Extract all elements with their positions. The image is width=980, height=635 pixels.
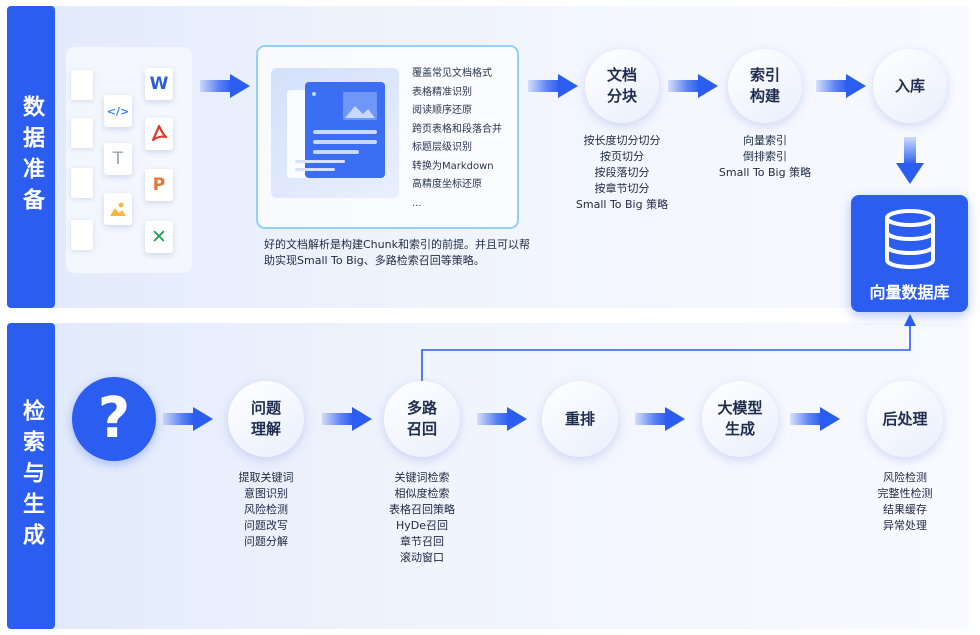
vector-db-label: 向量数据库 (869, 283, 950, 302)
excel-file-icon: ✕ (145, 221, 173, 253)
parser-feature: 高精度坐标还原 (412, 179, 482, 190)
question-circle: ? (72, 377, 156, 461)
data-prep-side-label: 数据准备 (7, 6, 55, 308)
image-file-icon (104, 193, 132, 225)
ppt-file-icon: P (145, 169, 173, 201)
blank-file-icon (71, 118, 93, 148)
code-file-icon: </> (104, 95, 132, 127)
post-process-step-node: 后处理 (867, 381, 943, 457)
chunk-step-node: 文档 分块 (585, 49, 659, 123)
parser-feature: 标题层级识别 (412, 142, 472, 153)
multi-recall-step-node: 多路 召回 (384, 381, 460, 457)
retrieval-side-label: 检索与生成 (7, 323, 55, 629)
parser-feature: 跨页表格和段落合并 (412, 123, 502, 135)
text-file-icon: T (104, 143, 132, 175)
rerank-step-node: 重排 (542, 381, 618, 457)
parser-feature: 覆盖常见文档格式 (412, 68, 492, 79)
parser-feature-list: 覆盖常见文档格式 表格精准识别 阅读顺序还原 跨页表格和段落合并 标题层级识别 … (412, 65, 502, 213)
pdf-file-icon (145, 118, 173, 150)
understand-step-node: 问题 理解 (228, 381, 304, 457)
parser-feature: 转换为Markdown (412, 160, 494, 172)
blank-file-icon (71, 220, 93, 250)
index-step-node: 索引 构建 (728, 49, 802, 123)
blank-file-icon (71, 70, 93, 100)
store-step-node: 入库 (873, 49, 947, 123)
post-process-step-list: 风险检测完整性检测结果缓存异常处理 (877, 471, 933, 532)
database-icon (885, 209, 935, 269)
word-file-icon: W (145, 68, 173, 100)
parser-feature: 表格精准识别 (412, 86, 472, 98)
retrieval-panel (7, 323, 969, 629)
llm-generate-step-node: 大模型 生成 (702, 381, 778, 457)
question-mark-icon: ? (97, 386, 131, 451)
parser-feature: ... (412, 197, 422, 209)
understand-step-list: 提取关键词意图识别风险检测问题改写问题分解 (238, 471, 294, 548)
document-parse-illustration (271, 68, 399, 198)
parser-feature: 阅读顺序还原 (412, 105, 472, 116)
vector-db-box: 向量数据库 (851, 195, 968, 312)
parser-description: 好的文档解析是构建Chunk和索引的前提。并且可以帮 助实现Small To B… (264, 238, 530, 267)
blank-file-icon (71, 168, 93, 198)
